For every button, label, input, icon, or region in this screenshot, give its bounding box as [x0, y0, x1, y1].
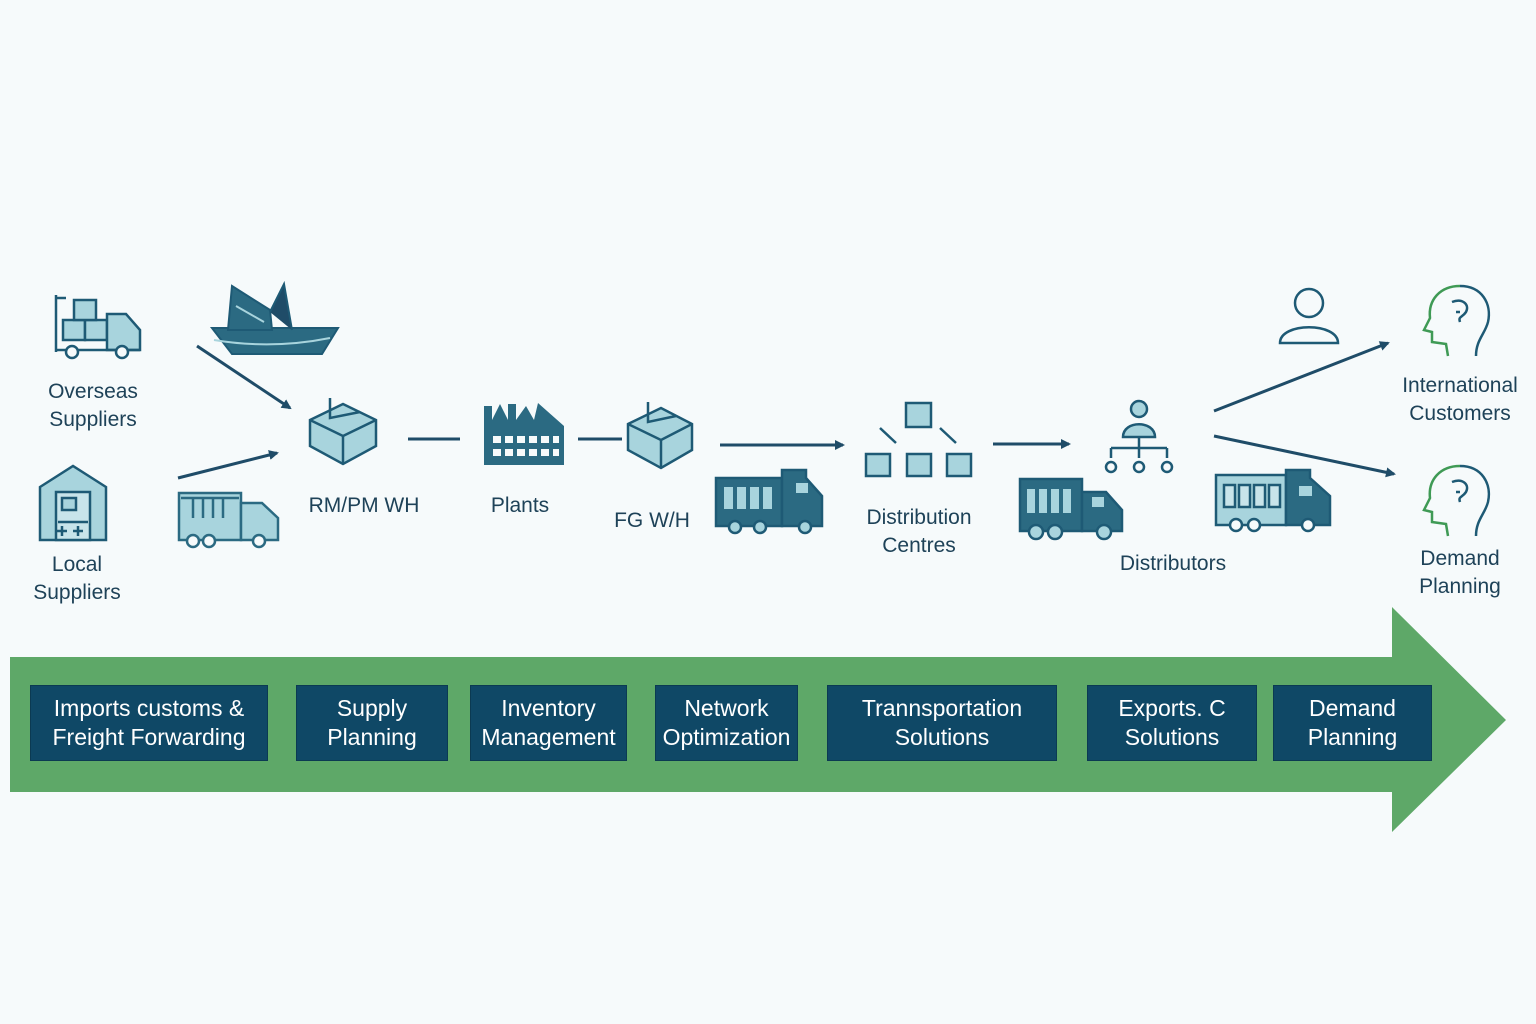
service-label: Solutions — [1124, 724, 1220, 750]
service-label: Exports. C — [1118, 695, 1226, 721]
label-line: Demand — [1420, 547, 1500, 570]
hierarchy-icon — [864, 401, 973, 478]
cargo-ship-icon — [209, 280, 340, 355]
label-distributors: Distributors — [1103, 550, 1243, 578]
service-label: Trannsportation — [861, 695, 1023, 721]
label-line: Overseas — [48, 380, 138, 403]
service-label: Optimization — [662, 724, 791, 750]
service-label: Planning — [327, 724, 417, 750]
factory-icon — [484, 403, 564, 465]
service-exports-solutions: Exports. C Solutions — [1087, 685, 1257, 761]
label-distribution-centres: Distribution Centres — [849, 504, 989, 560]
label-line: Planning — [1419, 575, 1501, 598]
label-line: Suppliers — [33, 581, 121, 604]
label-line: Distributors — [1119, 552, 1227, 575]
label-international-customers: International Customers — [1388, 372, 1532, 428]
service-label: Solutions — [894, 724, 990, 750]
service-label: Demand — [1309, 695, 1396, 721]
label-plants: Plants — [470, 492, 570, 520]
label-rm-pm-wh: RM/PM WH — [294, 492, 434, 520]
truck-icon — [177, 491, 280, 549]
label-fg-wh: FG W/H — [597, 507, 707, 535]
label-demand-planning: Demand Planning — [1400, 545, 1520, 601]
truck-icon-dc — [1018, 477, 1124, 541]
truck-icon-distributors — [1214, 468, 1332, 533]
warehouse-icon — [38, 464, 108, 542]
label-line: RM/PM WH — [308, 494, 420, 517]
truck-icon-fg — [714, 468, 824, 535]
customer-head-icon-international — [1422, 284, 1491, 357]
label-line: FG W/H — [614, 509, 690, 532]
label-line: Plants — [490, 494, 550, 517]
service-label: Network — [684, 695, 769, 721]
service-demand-planning: Demand Planning — [1273, 685, 1432, 761]
service-imports-customs: Imports customs & Freight Forwarding — [30, 685, 268, 761]
service-label: Supply — [336, 695, 408, 721]
box-icon-rmpm — [308, 398, 378, 466]
service-transportation-solutions: Trannsportation Solutions — [827, 685, 1057, 761]
person-icon — [1278, 287, 1340, 345]
arrow-distributors-to-demand — [1213, 434, 1396, 478]
service-inventory-management: Inventory Management — [470, 685, 627, 761]
arrow-distributors-to-international — [1213, 341, 1390, 413]
label-line: Distribution — [866, 506, 972, 529]
customer-head-icon-demand — [1422, 464, 1491, 537]
service-supply-planning: Supply Planning — [296, 685, 448, 761]
service-label: Freight Forwarding — [52, 724, 246, 750]
box-icon-fgwh — [626, 402, 694, 470]
label-line: Centres — [882, 534, 956, 557]
arrow-local-to-rmpm — [177, 450, 279, 480]
service-label: Planning — [1307, 724, 1398, 750]
distributor-network-icon — [1104, 399, 1174, 474]
service-network-optimization: Network Optimization — [655, 685, 798, 761]
label-line: Suppliers — [49, 408, 137, 431]
label-line: International — [1402, 374, 1518, 397]
label-line: Local — [51, 553, 103, 576]
flow-connectors — [177, 341, 1396, 480]
service-label: Management — [481, 724, 616, 750]
forklift-truck-icon — [54, 295, 142, 360]
label-overseas-suppliers: Overseas Suppliers — [30, 378, 156, 434]
label-local-suppliers: Local Suppliers — [14, 551, 140, 607]
service-label: Imports customs & — [53, 695, 245, 721]
arrow-overseas-to-rmpm — [196, 344, 292, 410]
service-label: Inventory — [501, 695, 596, 721]
label-line: Customers — [1409, 402, 1511, 425]
